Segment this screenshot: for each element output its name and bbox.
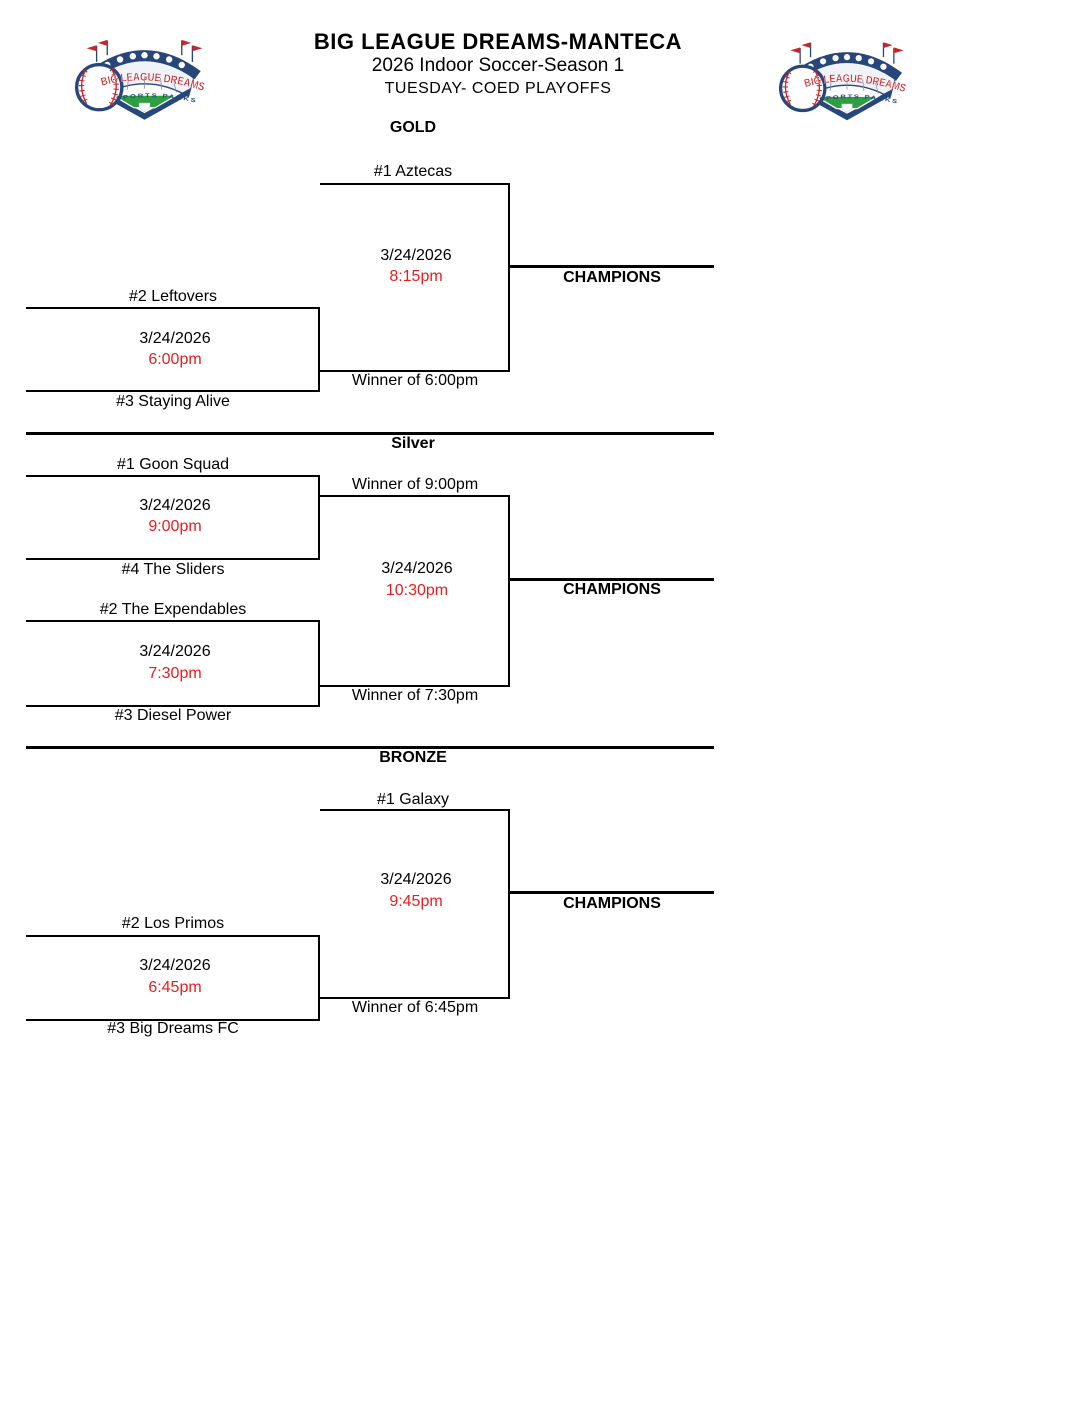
silver-bronze-divider-line <box>26 746 714 749</box>
silver-game2-vline <box>318 620 320 707</box>
logo-tagline: SPORTS PARKS <box>819 94 899 105</box>
silver-game1-vline <box>318 475 320 560</box>
silver-game1-winner-label: Winner of 9:00pm <box>351 476 479 493</box>
silver-game2-bottom-line <box>26 705 320 707</box>
silver-game1-bottom-team: #4 The Sliders <box>121 561 225 578</box>
bronze-final-date: 3/24/2026 <box>380 871 452 888</box>
field-icon <box>802 89 892 121</box>
silver-game1-date: 3/24/2026 <box>139 497 211 514</box>
gold-final-date: 3/24/2026 <box>380 247 452 264</box>
flag-icon <box>86 39 203 62</box>
gold-game1-top-team: #2 Leftovers <box>128 288 218 305</box>
silver-game2-top-line <box>26 620 320 622</box>
big-league-dreams-logo: BIG LEAGUE DREAMS SPORTS PARKS <box>778 42 907 121</box>
gold-game1-bottom-line <box>26 390 320 392</box>
gold-game1-time: 6:00pm <box>148 351 202 368</box>
bronze-bye-line <box>320 809 510 811</box>
silver-game2-winner-line <box>320 685 510 687</box>
field-icon <box>99 88 190 120</box>
bronze-game1-bottom-team: #3 Big Dreams FC <box>107 1020 239 1037</box>
gold-final-vline <box>508 183 510 372</box>
silver-game2-date: 3/24/2026 <box>139 643 211 660</box>
gold-champions-line <box>510 265 714 268</box>
bronze-game1-vline <box>318 935 320 1021</box>
gold-game1-bottom-team: #3 Staying Alive <box>116 393 230 410</box>
bronze-bye-team: #1 Galaxy <box>376 791 450 808</box>
bronze-game1-top-team: #2 Los Primos <box>121 915 225 932</box>
gold-division-title: GOLD <box>389 119 437 136</box>
flag-icon <box>790 42 904 64</box>
gold-game1-vline <box>318 307 320 392</box>
silver-game2-winner-label: Winner of 7:30pm <box>351 687 479 704</box>
bronze-game1-date: 3/24/2026 <box>139 957 211 974</box>
silver-final-time: 10:30pm <box>385 582 449 599</box>
baseball-icon <box>778 64 827 113</box>
silver-champions-label: CHAMPIONS <box>563 581 661 598</box>
gold-bye-line <box>320 183 510 185</box>
bronze-game1-top-line <box>26 935 320 937</box>
gold-champions-label: CHAMPIONS <box>563 269 661 286</box>
bronze-champions-label: CHAMPIONS <box>563 895 661 912</box>
bronze-champions-line <box>510 891 714 894</box>
bronze-game1-time: 6:45pm <box>148 979 202 996</box>
bronze-final-vline <box>508 809 510 999</box>
logo-tagline: SPORTS PARKS <box>116 93 198 105</box>
page-title: BIG LEAGUE DREAMS-MANTECA <box>313 29 683 54</box>
gold-bye-team: #1 Aztecas <box>373 163 453 180</box>
gold-game1-top-line <box>26 307 320 309</box>
big-league-dreams-logo: BIG LEAGUE DREAMS SPORTS PARKS <box>74 39 206 120</box>
silver-game1-winner-line <box>320 495 510 497</box>
baseball-icon <box>74 62 124 112</box>
bronze-game1-bottom-line <box>26 1019 320 1021</box>
silver-game2-time: 7:30pm <box>148 665 202 682</box>
bronze-division-title: BRONZE <box>379 749 447 766</box>
day-coed-playoffs-subtitle: TUESDAY- COED PLAYOFFS <box>384 80 612 97</box>
silver-division-title: Silver <box>391 435 435 452</box>
bronze-game1-winner-line <box>320 997 510 999</box>
silver-final-vline <box>508 495 510 687</box>
silver-game2-top-team: #2 The Expendables <box>99 601 247 618</box>
bronze-final-time: 9:45pm <box>389 893 443 910</box>
bronze-game1-winner-label: Winner of 6:45pm <box>351 999 479 1016</box>
gold-game1-winner-label: Winner of 6:00pm <box>351 372 479 389</box>
silver-champions-line <box>510 578 714 581</box>
gold-final-time: 8:15pm <box>389 268 443 285</box>
silver-game2-bottom-team: #3 Diesel Power <box>114 707 232 724</box>
silver-game1-top-line <box>26 475 320 477</box>
silver-game1-top-team: #1 Goon Squad <box>116 456 230 473</box>
silver-game1-bottom-line <box>26 558 320 560</box>
gold-game1-winner-line <box>320 370 510 372</box>
season-subtitle: 2026 Indoor Soccer-Season 1 <box>371 55 625 76</box>
silver-game1-time: 9:00pm <box>148 518 202 535</box>
gold-game1-date: 3/24/2026 <box>139 330 211 347</box>
gold-silver-divider-line <box>26 432 714 435</box>
silver-final-date: 3/24/2026 <box>381 560 453 577</box>
